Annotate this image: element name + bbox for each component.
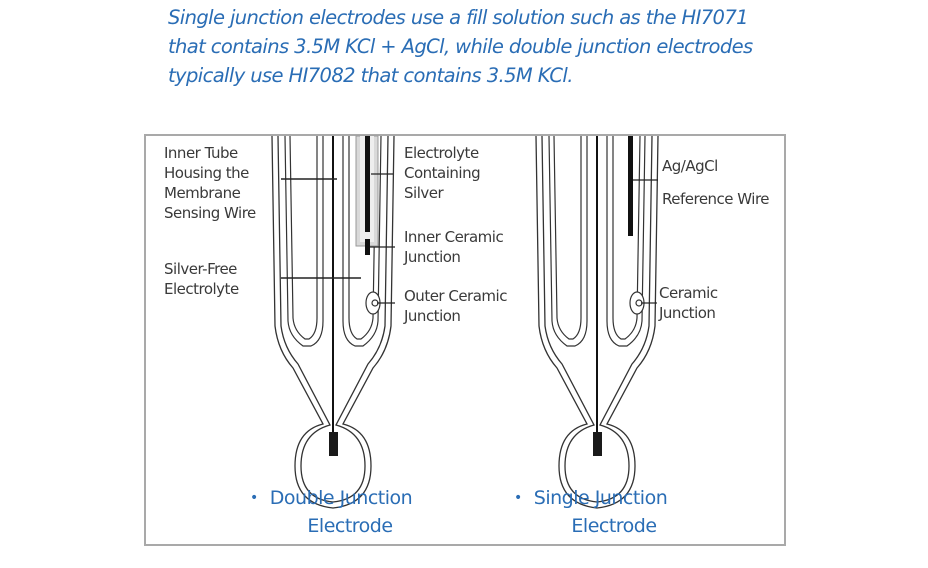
double-junction-electrode	[271, 135, 395, 509]
label-inner-ceramic-junction: Inner Ceramic Junction	[404, 228, 504, 266]
title-double-junction: •Double Junction Electrode	[250, 487, 413, 537]
caption-line-3: typically use HI7082 that contains 3.5M …	[168, 64, 573, 87]
label-electrolyte-containing-silver: Electrolyte Containing Silver	[404, 144, 481, 202]
bullet: •	[250, 490, 258, 506]
caption-line-1: Single junction electrodes use a fill so…	[168, 6, 749, 29]
caption-text: Single junction electrodes use a fill so…	[168, 3, 788, 90]
reference-wire-single	[628, 136, 633, 236]
caption-line-2: that contains 3.5M KCl + AgCl, while dou…	[168, 35, 753, 58]
label-agagcl-reference-wire: Ag/AgCl Reference Wire	[662, 157, 770, 208]
label-ceramic-junction: Ceramic Junction	[659, 284, 718, 322]
label-inner-tube: Inner Tube Housing the Membrane Sensing …	[164, 144, 256, 222]
label-silver-free-electrolyte: Silver-Free Electrolyte	[164, 260, 239, 298]
single-junction-electrode	[535, 135, 659, 509]
inner-ceramic-junction	[365, 239, 370, 255]
label-outer-ceramic-junction: Outer Ceramic Junction	[404, 287, 507, 325]
diagram-frame	[144, 134, 786, 546]
title-single-junction: •Single Junction Electrode	[514, 487, 668, 537]
bullet: •	[514, 490, 522, 506]
reference-wire-double	[365, 136, 370, 232]
